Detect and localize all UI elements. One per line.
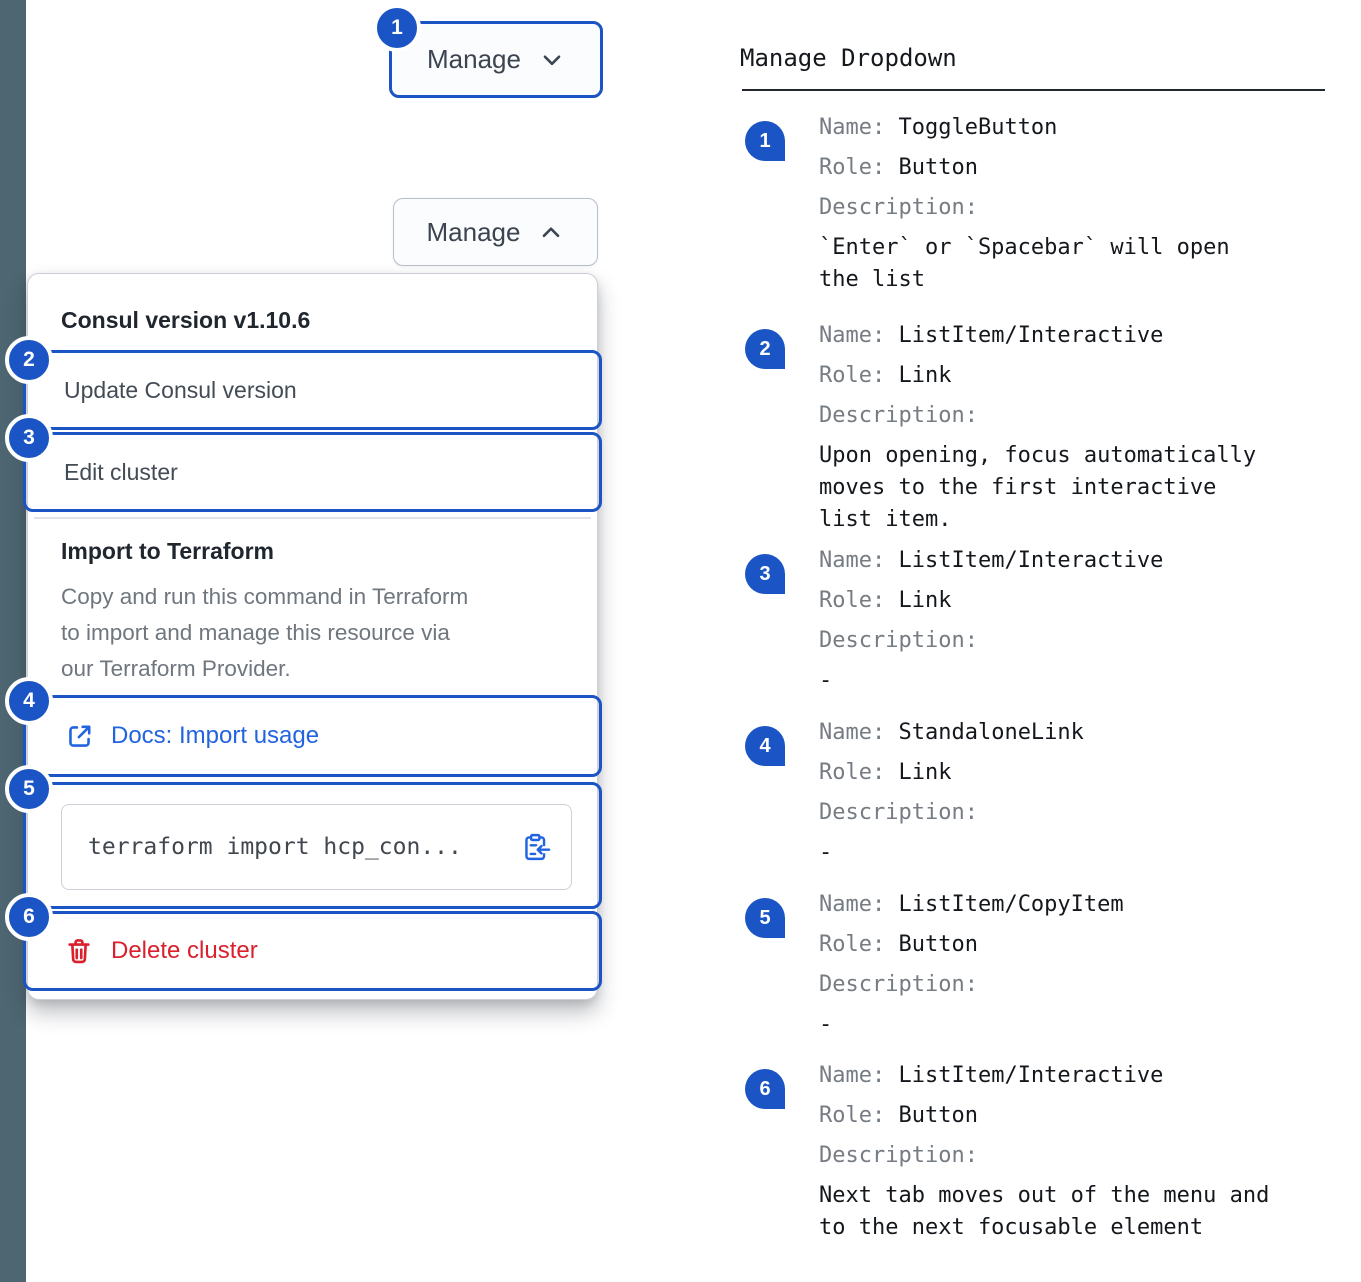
description-value: - — [819, 1012, 833, 1037]
description-label: Description: — [819, 628, 978, 653]
consul-version-label: Consul version v1.10.6 — [61, 307, 311, 333]
name-label: Name: — [819, 892, 886, 917]
description-value: Upon opening, focus automatically moves … — [819, 443, 1257, 532]
name-value: ListItem/Interactive — [898, 323, 1164, 348]
legend-item-2: 2 Name: ListItem/Interactive Role: Link … — [745, 316, 1335, 536]
terraform-command-field[interactable]: terraform import hcp_con... — [61, 804, 572, 890]
description-label: Description: — [819, 403, 978, 428]
menu-separator — [34, 517, 591, 519]
role-value: Button — [898, 932, 978, 957]
chevron-up-icon — [543, 227, 560, 238]
name-value: ListItem/Interactive — [898, 1063, 1164, 1088]
import-section-title: Import to Terraform — [61, 538, 274, 564]
chevron-down-icon — [543, 54, 561, 65]
manage-dropdown-menu: Consul version v1.10.6 Update Consul ver… — [23, 273, 602, 1000]
annotation-badge-1: 1 — [373, 4, 421, 52]
name-value: ToggleButton — [898, 115, 1058, 140]
legend-title: Manage Dropdown — [740, 44, 957, 72]
annotation-badge-5: 5 — [5, 765, 53, 813]
name-value: ListItem/CopyItem — [898, 892, 1124, 917]
role-value: Button — [898, 1103, 978, 1128]
name-label: Name: — [819, 115, 886, 140]
name-value: ListItem/Interactive — [898, 548, 1164, 573]
role-value: Link — [898, 588, 952, 613]
name-label: Name: — [819, 720, 886, 745]
annotation-badge-3: 3 — [5, 414, 53, 462]
description-value: - — [819, 840, 833, 865]
legend-badge-6: 6 — [745, 1069, 785, 1109]
menu-item-label: Update Consul version — [64, 376, 297, 403]
legend-badge-1: 1 — [745, 121, 785, 161]
left-sidebar-strip — [0, 0, 26, 1282]
legend-item-4: 4 Name: StandaloneLink Role: Link Descri… — [745, 713, 1335, 869]
manage-button-label: Manage — [426, 216, 521, 247]
name-label: Name: — [819, 323, 886, 348]
trash-icon — [68, 939, 90, 964]
menu-item-update-consul-version[interactable]: Update Consul version — [23, 350, 602, 430]
legend-badge-2: 2 — [745, 329, 785, 369]
name-value: StandaloneLink — [898, 720, 1084, 745]
description-label: Description: — [819, 800, 978, 825]
description-label: Description: — [819, 972, 978, 997]
role-value: Link — [898, 363, 952, 388]
legend-item-6: 6 Name: ListItem/Interactive Role: Butto… — [745, 1056, 1335, 1244]
copy-snippet-item[interactable]: terraform import hcp_con... — [23, 782, 602, 909]
manage-button-label: Manage — [427, 44, 521, 74]
copy-to-clipboard-icon[interactable] — [520, 832, 551, 863]
role-label: Role: — [819, 1103, 886, 1128]
description-label: Description: — [819, 1143, 978, 1168]
legend-badge-5: 5 — [745, 898, 785, 938]
description-value: Next tab moves out of the menu and to th… — [819, 1183, 1270, 1240]
menu-item-delete-cluster[interactable]: Delete cluster — [23, 911, 602, 991]
name-label: Name: — [819, 1063, 886, 1088]
terraform-command-text: terraform import hcp_con... — [88, 834, 462, 860]
role-label: Role: — [819, 588, 886, 613]
role-value: Link — [898, 760, 952, 785]
role-label: Role: — [819, 932, 886, 957]
role-value: Button — [898, 155, 978, 180]
annotation-badge-4: 4 — [5, 677, 53, 725]
description-value: `Enter` or `Spacebar` will open the list — [819, 235, 1230, 292]
manage-toggle-button-collapsed[interactable]: Manage — [389, 21, 603, 98]
legend-item-5: 5 Name: ListItem/CopyItem Role: Button D… — [745, 885, 1335, 1041]
menu-item-edit-cluster[interactable]: Edit cluster — [23, 432, 602, 512]
role-label: Role: — [819, 363, 886, 388]
description-label: Description: — [819, 195, 978, 220]
legend-item-3: 3 Name: ListItem/Interactive Role: Link … — [745, 541, 1335, 697]
name-label: Name: — [819, 548, 886, 573]
role-label: Role: — [819, 155, 886, 180]
legend-title-rule — [742, 89, 1325, 91]
manage-toggle-button-expanded[interactable]: Manage — [393, 198, 598, 266]
external-link-icon — [69, 725, 91, 747]
legend-badge-4: 4 — [745, 726, 785, 766]
legend-badge-3: 3 — [745, 554, 785, 594]
description-value: - — [819, 668, 833, 693]
docs-link-label: Docs: Import usage — [111, 722, 320, 749]
legend-item-1: 1 Name: ToggleButton Role: Button Descri… — [745, 108, 1335, 296]
annotation-badge-2: 2 — [5, 336, 53, 384]
annotation-badge-6: 6 — [5, 893, 53, 941]
menu-item-label: Edit cluster — [64, 458, 178, 485]
delete-cluster-label: Delete cluster — [111, 937, 258, 964]
import-section-description: Copy and run this command in Terraform t… — [61, 584, 469, 681]
role-label: Role: — [819, 760, 886, 785]
docs-import-usage-link[interactable]: Docs: Import usage — [23, 695, 602, 777]
